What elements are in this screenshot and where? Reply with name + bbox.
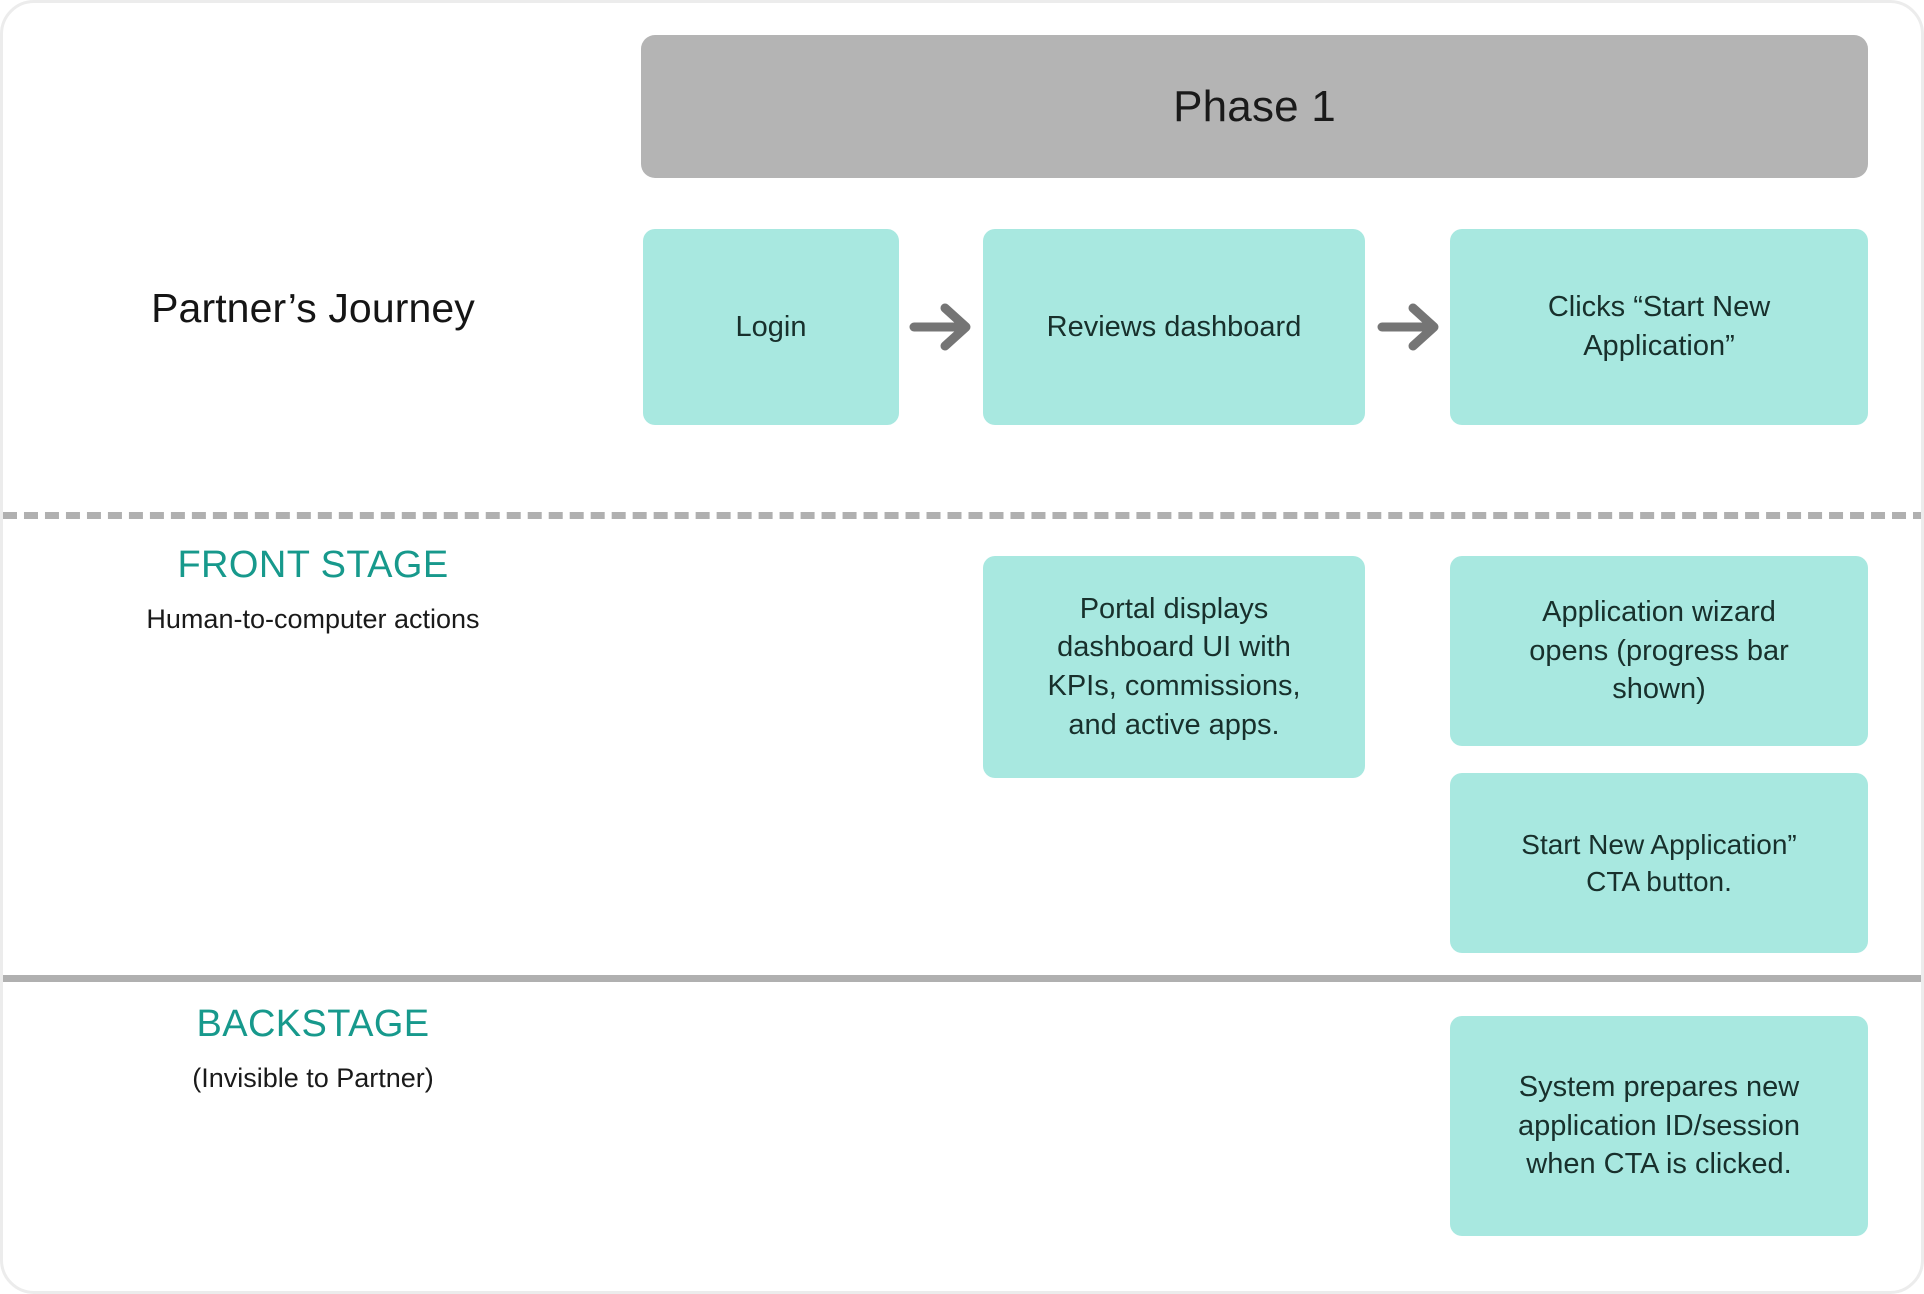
- frontstage-card[interactable]: Portal displays dashboard UI with KPIs, …: [983, 556, 1365, 778]
- arrow-right-icon: [1376, 297, 1446, 357]
- frontstage-card[interactable]: Application wizard opens (progress bar s…: [1450, 556, 1868, 746]
- backstage-row-label-block: BACKSTAGE (Invisible to Partner): [33, 1003, 593, 1094]
- journey-row-label-block: Partner’s Journey: [33, 285, 593, 332]
- journey-step-card[interactable]: Clicks “Start New Application”: [1450, 229, 1868, 425]
- frontstage-card-text: Portal displays dashboard UI with KPIs, …: [1047, 592, 1301, 741]
- line-of-interaction-divider: [3, 512, 1921, 519]
- journey-row-label: Partner’s Journey: [151, 285, 475, 331]
- backstage-title: BACKSTAGE: [196, 1003, 430, 1045]
- arrow-right-icon: [908, 297, 978, 357]
- frontstage-subtitle: Human-to-computer actions: [146, 603, 480, 634]
- journey-step-text: Reviews dashboard: [1046, 310, 1302, 343]
- frontstage-title: FRONT STAGE: [177, 544, 449, 586]
- phase-header-label: Phase 1: [1173, 81, 1336, 131]
- frontstage-card-text: Start New Application” CTA button.: [1521, 828, 1797, 897]
- line-of-visibility-divider: [3, 975, 1921, 982]
- frontstage-card[interactable]: Start New Application” CTA button.: [1450, 773, 1868, 953]
- backstage-card[interactable]: System prepares new application ID/sessi…: [1450, 1016, 1868, 1236]
- journey-step-text: Clicks “Start New Application”: [1547, 291, 1771, 362]
- backstage-subtitle: (Invisible to Partner): [192, 1062, 434, 1093]
- journey-step-card[interactable]: Reviews dashboard: [983, 229, 1365, 425]
- frontstage-card-text: Application wizard opens (progress bar s…: [1529, 596, 1789, 706]
- phase-header-band: Phase 1: [641, 35, 1868, 178]
- journey-step-text: Login: [735, 310, 807, 343]
- backstage-card-text: System prepares new application ID/sessi…: [1517, 1071, 1801, 1181]
- journey-step-card[interactable]: Login: [643, 229, 899, 425]
- frontstage-row-label-block: FRONT STAGE Human-to-computer actions: [33, 544, 593, 635]
